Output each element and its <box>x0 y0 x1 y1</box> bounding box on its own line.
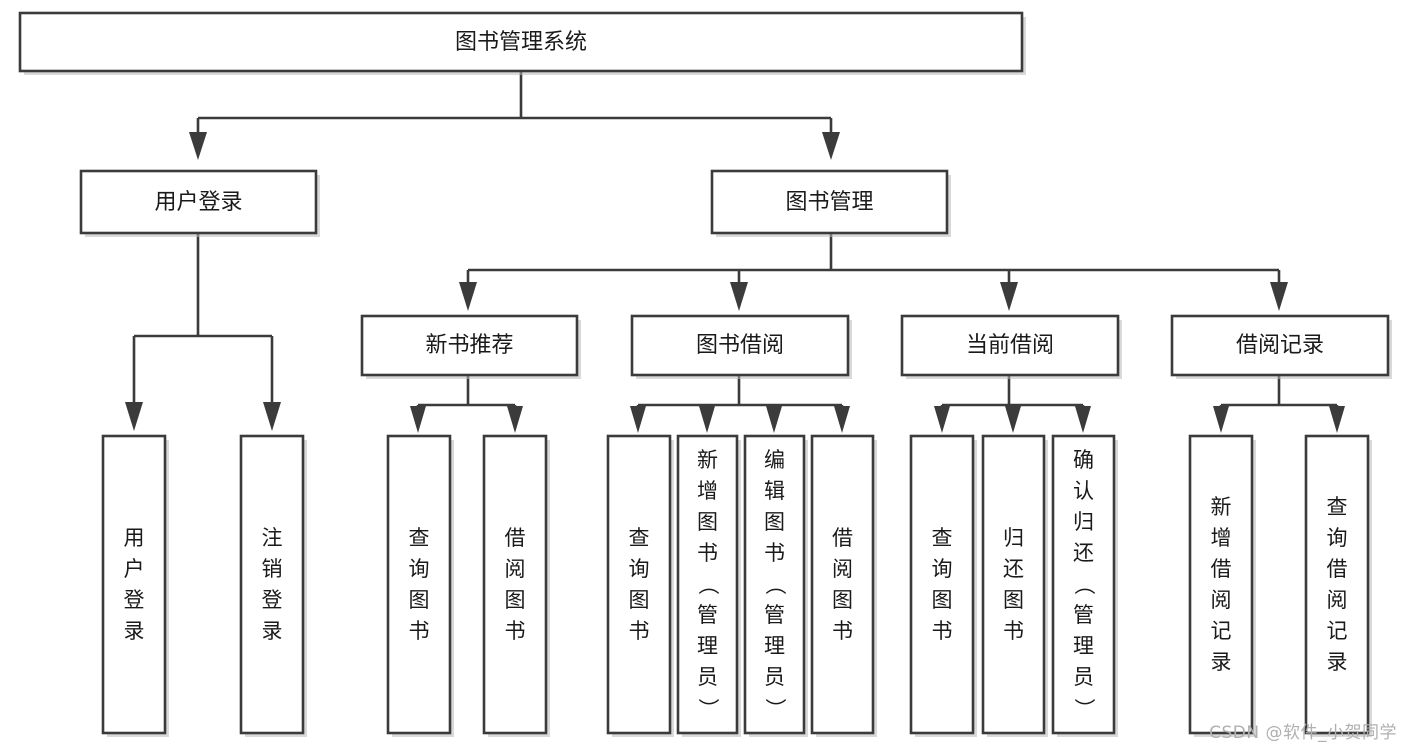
csdn-watermark: CSDN @软件_小贺同学 <box>1209 723 1397 743</box>
arrow-to-leaf-query-book-3 <box>934 406 950 433</box>
node-user-login-label: 用户登录 <box>154 190 242 215</box>
node-borrow-records-label: 借阅记录 <box>1236 333 1324 358</box>
node-layer: 图书管理系统 用户登录 图书管理 新书推荐 图书借阅 当前借阅 <box>18 11 1390 735</box>
arrow-to-leaf-logout-login <box>263 402 281 431</box>
node-leaf-add-borrow-record[interactable] <box>1188 434 1254 735</box>
arrow-to-leaf-borrow-book-2 <box>834 406 850 433</box>
arrow-to-leaf-user-login <box>125 402 143 431</box>
node-root-label: 图书管理系统 <box>455 30 587 55</box>
node-leaf-logout-login[interactable] <box>239 434 305 735</box>
arrow-to-book-management <box>822 132 840 160</box>
node-book-management-label: 图书管理 <box>785 190 873 215</box>
node-book-borrow[interactable]: 图书借阅 <box>630 314 850 377</box>
node-new-book-recommend[interactable]: 新书推荐 <box>360 314 579 377</box>
node-root[interactable]: 图书管理系统 <box>18 11 1024 73</box>
arrow-to-borrow-records <box>1270 282 1288 311</box>
node-book-management[interactable]: 图书管理 <box>710 169 949 235</box>
node-leaf-add-book-admin[interactable] <box>676 434 739 735</box>
node-book-borrow-label: 图书借阅 <box>696 333 784 358</box>
node-leaf-query-book-2[interactable] <box>606 434 672 735</box>
arrow-to-new-book-recommend <box>459 282 477 311</box>
arrow-to-leaf-borrow-book-1 <box>507 406 523 433</box>
connector-layer <box>125 71 1345 433</box>
node-leaf-query-book-1[interactable] <box>386 434 452 735</box>
arrow-to-user-login <box>189 132 207 160</box>
arrow-to-leaf-add-borrow-record <box>1213 406 1229 433</box>
arrow-to-leaf-query-book-2 <box>630 406 646 433</box>
node-current-borrow[interactable]: 当前借阅 <box>900 314 1120 377</box>
node-leaf-confirm-return-admin[interactable] <box>1051 434 1116 735</box>
node-current-borrow-label: 当前借阅 <box>966 333 1054 358</box>
node-new-book-recommend-label: 新书推荐 <box>425 333 513 358</box>
node-leaf-borrow-book-2[interactable] <box>810 434 875 735</box>
arrow-to-leaf-query-book-1 <box>410 406 426 433</box>
node-leaf-query-book-3[interactable] <box>909 434 975 735</box>
node-leaf-return-book[interactable] <box>981 434 1046 735</box>
arrow-to-current-borrow <box>1000 282 1018 311</box>
arrow-to-leaf-add-book-admin <box>699 406 715 433</box>
arrow-to-book-borrow <box>730 282 748 311</box>
node-leaf-edit-book-admin[interactable] <box>743 434 806 735</box>
node-borrow-records[interactable]: 借阅记录 <box>1170 314 1390 377</box>
arrow-to-leaf-query-borrow-record <box>1329 406 1345 433</box>
arrow-to-leaf-edit-book-admin <box>766 406 782 433</box>
node-user-login[interactable]: 用户登录 <box>79 169 318 235</box>
node-leaf-query-borrow-record[interactable] <box>1304 434 1370 735</box>
arrow-to-leaf-confirm-return-admin <box>1075 406 1091 433</box>
node-leaf-borrow-book-1[interactable] <box>482 434 548 735</box>
node-leaf-user-login[interactable] <box>101 434 167 735</box>
arrow-to-leaf-return-book <box>1005 406 1021 433</box>
